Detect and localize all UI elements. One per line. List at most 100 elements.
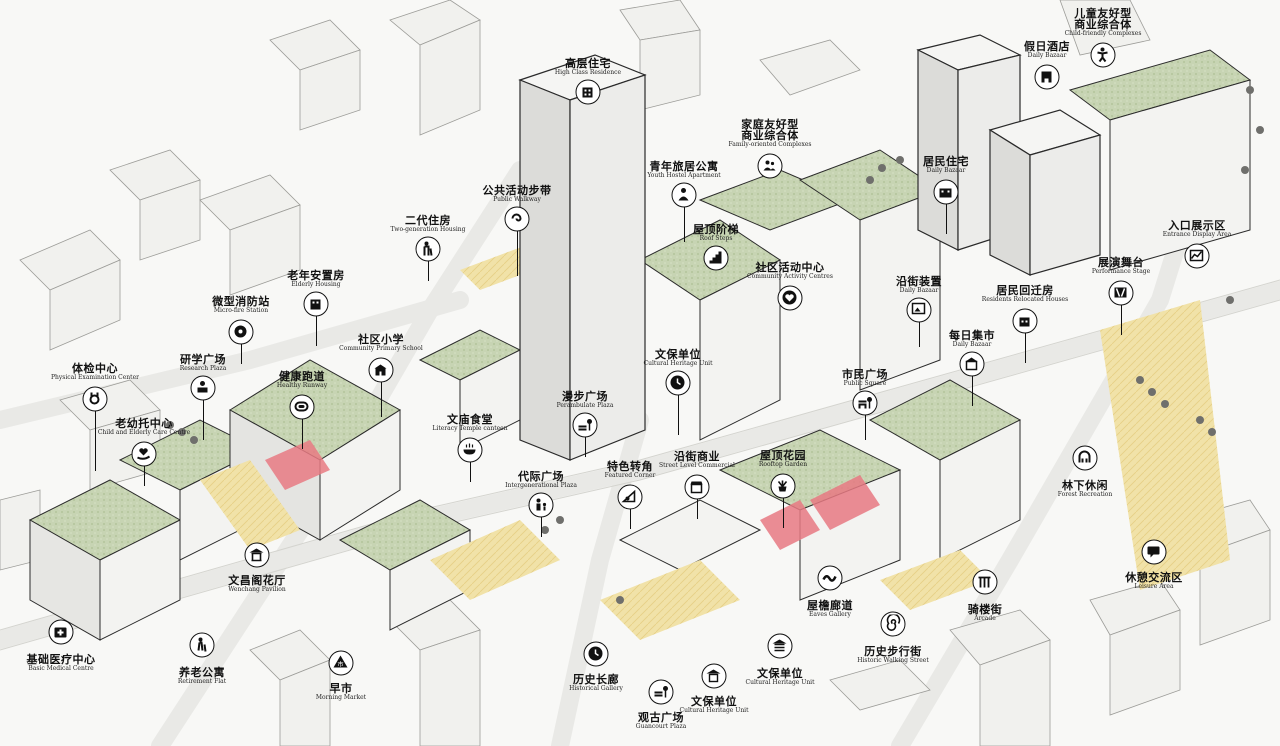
poi-label-en: Daily Bazaar: [1027, 52, 1067, 59]
poi-label-en: Daily Bazaar: [952, 341, 992, 348]
poi-leader-line: [678, 395, 679, 435]
poi-label-en: Roof Steps: [699, 235, 733, 242]
poi-leader-line: [783, 498, 784, 528]
poi-label-zh: 基础医疗中心: [26, 653, 96, 666]
house-icon: [1012, 308, 1038, 334]
poi-label-en: Elderly Housing: [291, 281, 341, 288]
poi-leader-line: [428, 261, 429, 281]
arcade-icon: [972, 569, 998, 595]
poi-label-zh: 老年安置房: [287, 269, 345, 282]
poi-leader-line: [684, 207, 685, 242]
poi-label-zh: 假日酒店: [1024, 40, 1070, 53]
poi-label-en: Daily Bazaar: [926, 167, 966, 174]
poi-label-zh: 二代住房: [404, 214, 451, 227]
poi-leader-line: [697, 499, 698, 519]
bench-icon: [852, 390, 878, 416]
poi-label-zh: 健康跑道: [278, 370, 325, 383]
poi-label-en: Street Level Commercial: [659, 462, 735, 469]
hotel-icon: [1034, 64, 1060, 90]
stage-icon: [1108, 280, 1134, 306]
poi-leader-line: [919, 322, 920, 347]
reading-icon: [190, 375, 216, 401]
poi-leader-line: [972, 376, 973, 406]
poi-label-en: Intergenerational Plaza: [505, 482, 577, 489]
medical-icon: [48, 619, 74, 645]
family-icon: [757, 153, 783, 179]
poi-label-zh: 特色转角: [606, 460, 653, 473]
housing-icon: [303, 291, 329, 317]
poi-label-en: Basic Medical Centre: [28, 665, 94, 672]
poi-label-zh: 早市: [329, 682, 353, 695]
poi-label-zh: 居民住宅: [923, 155, 969, 168]
building-icon: [575, 79, 601, 105]
poi-label-zh: 文庙食堂: [446, 413, 493, 426]
poi-label-en: Daily Bazaar: [899, 287, 939, 294]
poi-leader-line: [470, 462, 471, 482]
high-rise-tower: [518, 54, 647, 461]
poi-leader-line: [865, 415, 866, 440]
poi-label-en: Featured Corner: [604, 472, 656, 479]
swirl-icon: [504, 206, 530, 232]
sofa-icon: [648, 679, 674, 705]
poi-label-en: Public Square: [843, 380, 887, 387]
tree-icon: [1072, 445, 1098, 471]
poi-label-zh: 微型消防站: [212, 295, 270, 308]
poi-label-zh: 儿童友好型 商业综合体: [1074, 7, 1132, 31]
poi-leader-line: [203, 400, 204, 440]
poi-leader-line: [1025, 333, 1026, 363]
poi-label-zh: 研学广场: [179, 353, 226, 366]
stairs-icon: [703, 245, 729, 271]
poi-leader-line: [541, 517, 542, 537]
poi-label-zh: 青年旅居公寓: [649, 160, 719, 173]
poi-label-zh: 林下休闲: [1062, 479, 1108, 492]
poi-label-en: Eaves Gallery: [809, 611, 851, 618]
poi-label-en: Cultural Heritage Unit: [745, 679, 815, 686]
poi-label-zh: 养老公寓: [179, 666, 225, 679]
poi-label-zh: 展演舞台: [1097, 256, 1144, 269]
poi-label-zh: 家庭友好型 商业综合体: [741, 118, 799, 142]
plaza-strips: [200, 240, 1230, 640]
poi-label-en: Cultural Heritage Unit: [643, 360, 713, 367]
poi-label-zh: 社区小学: [357, 333, 404, 346]
temple-icon: [767, 633, 793, 659]
poi-label-en: Guancourt Plaza: [635, 723, 687, 730]
child-icon: [1090, 42, 1116, 68]
school-icon: [368, 357, 394, 383]
care-icon: [131, 441, 157, 467]
poi-label-en: Historic Walking Street: [857, 657, 929, 664]
poi-label-zh: 市民广场: [842, 368, 888, 381]
poi-label-zh: 观古广场: [638, 711, 684, 724]
lounge-icon: [572, 412, 598, 438]
poi-label-en: Public Walkway: [493, 196, 541, 203]
person-icon: [671, 182, 697, 208]
poi-label-zh: 沿街商业: [673, 450, 720, 463]
poi-label-zh: 体检中心: [72, 362, 118, 375]
fire-icon: [228, 319, 254, 345]
poi-label-en: Leisure Area: [1134, 583, 1174, 590]
apartment-icon: [933, 179, 959, 205]
signboard-icon: [906, 297, 932, 323]
temple2-icon: [701, 663, 727, 689]
poi-leader-line: [241, 344, 242, 364]
